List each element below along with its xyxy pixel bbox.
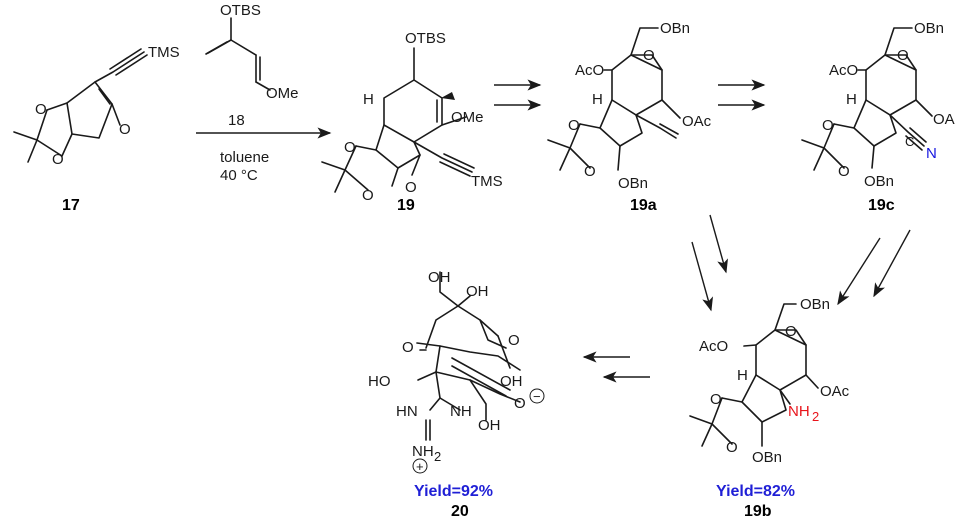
dioxolane-o1-label-19: O: [344, 139, 356, 156]
compound-17-label: 17: [62, 197, 80, 214]
aco-label-19c: AcO: [829, 62, 858, 79]
epoxide-o-label-19b: O: [785, 323, 797, 340]
dioxolane-o2-label-19a: O: [584, 163, 596, 180]
reagent-solvent: toluene: [220, 149, 269, 166]
negative-charge-icon: [529, 388, 545, 404]
tms-label-17: TMS: [148, 44, 180, 61]
oac-label-19c-cut: OA: [933, 111, 955, 128]
yield-20: Yield=92%: [414, 483, 493, 500]
iminium-subscript-20: 2: [434, 449, 441, 464]
dioxolane-o2-label-19b: O: [726, 439, 738, 456]
arrow-19c-19b-1: [837, 237, 881, 306]
ketone-o-label-19: O: [405, 179, 417, 196]
compound-17-structure: TMS O O O: [13, 44, 180, 168]
dioxolane-o1-label-17: O: [35, 101, 47, 118]
amine-label-19b: NH: [788, 403, 810, 420]
oh-label-20-bottom: OH: [478, 417, 501, 434]
amine-subscript-19b: 2: [812, 409, 819, 424]
oh-label-20-right: OH: [500, 373, 523, 390]
epoxide-o-label-19c: O: [897, 47, 909, 64]
compound-19a-structure: OBn O AcO OAc H OBn O O: [547, 20, 712, 192]
obn-label-19b-bottom: OBn: [752, 449, 782, 466]
ome-label-19: OMe: [451, 109, 484, 126]
oac-label-19b: OAc: [820, 383, 850, 400]
aco-label-19a: AcO: [575, 62, 604, 79]
h-label-19a: H: [592, 91, 603, 108]
arrow-19a-19b-1: [709, 214, 728, 274]
reagent-temperature: 40 °C: [220, 167, 258, 184]
negative-charge-symbol: −: [533, 389, 541, 404]
obn-label-19b-top: OBn: [800, 296, 830, 313]
positive-charge-symbol: +: [416, 459, 424, 474]
dioxolane-o2-label-17: O: [52, 151, 64, 168]
nitrile-c-label-19c: C: [905, 134, 914, 149]
hn-label-20: HN: [396, 403, 418, 420]
dioxolane-o1-label-19a: O: [568, 117, 580, 134]
arrow-19c-19b-2: [873, 229, 911, 298]
dioxolane-o2-label-19c: O: [838, 163, 850, 180]
reagent-number: 18: [228, 112, 245, 129]
ketone-o-label-20: O: [402, 339, 414, 356]
oac-label-19a: OAc: [682, 113, 712, 130]
arrow-19a-19b-2: [691, 241, 714, 312]
compound-20-structure: OH OH O O HO OH HN NH OH O − NH 2 +: [368, 269, 545, 474]
obn-label-19c-top: OBn: [914, 20, 944, 37]
oh-label-20-top: OH: [428, 269, 451, 286]
oh-label-20-ring: OH: [466, 283, 489, 300]
otbs-label-19: OTBS: [405, 30, 446, 47]
obn-label-19a-top: OBn: [660, 20, 690, 37]
compound-19-structure: OTBS OMe H TMS O O O: [321, 30, 503, 204]
ome-label-18: OMe: [266, 85, 299, 102]
h-label-19c: H: [846, 91, 857, 108]
compound-19-label: 19: [397, 197, 415, 214]
compound-19b-label: 19b: [744, 503, 772, 520]
compound-19c-structure: OBn O AcO OA H C N OBn O O: [801, 20, 955, 190]
positive-charge-icon: [412, 458, 428, 474]
yield-19b: Yield=82%: [716, 483, 795, 500]
obn-label-19a-bottom: OBn: [618, 175, 648, 192]
nh-label-20: NH: [450, 403, 472, 420]
ketone-o-label-17: O: [119, 121, 131, 138]
dioxolane-o2-label-19: O: [362, 187, 374, 204]
ho-label-20: HO: [368, 373, 391, 390]
epoxide-o-label-19a: O: [643, 47, 655, 64]
bridge-o-label-20: O: [508, 332, 520, 349]
dioxolane-o1-label-19c: O: [822, 117, 834, 134]
h-label-19: H: [363, 91, 374, 108]
nitrile-n-label-19c: N: [926, 145, 937, 162]
h-label-19b: H: [737, 367, 748, 384]
obn-label-19c-bottom: OBn: [864, 173, 894, 190]
dioxolane-o1-label-19b: O: [710, 391, 722, 408]
compound-19a-label: 19a: [630, 197, 657, 214]
iminium-label-20: NH: [412, 443, 434, 460]
diene-18-structure: OTBS OMe: [205, 2, 299, 102]
tms-label-19: TMS: [471, 173, 503, 190]
compound-19b-structure: OBn O AcO OAc H NH 2 OBn O O: [689, 296, 850, 466]
otbs-label-18: OTBS: [220, 2, 261, 19]
compound-20-label: 20: [451, 503, 469, 520]
compound-19c-label: 19c: [868, 197, 895, 214]
aco-label-19b: AcO: [699, 338, 728, 355]
oxide-o-label-20: O: [514, 395, 526, 412]
